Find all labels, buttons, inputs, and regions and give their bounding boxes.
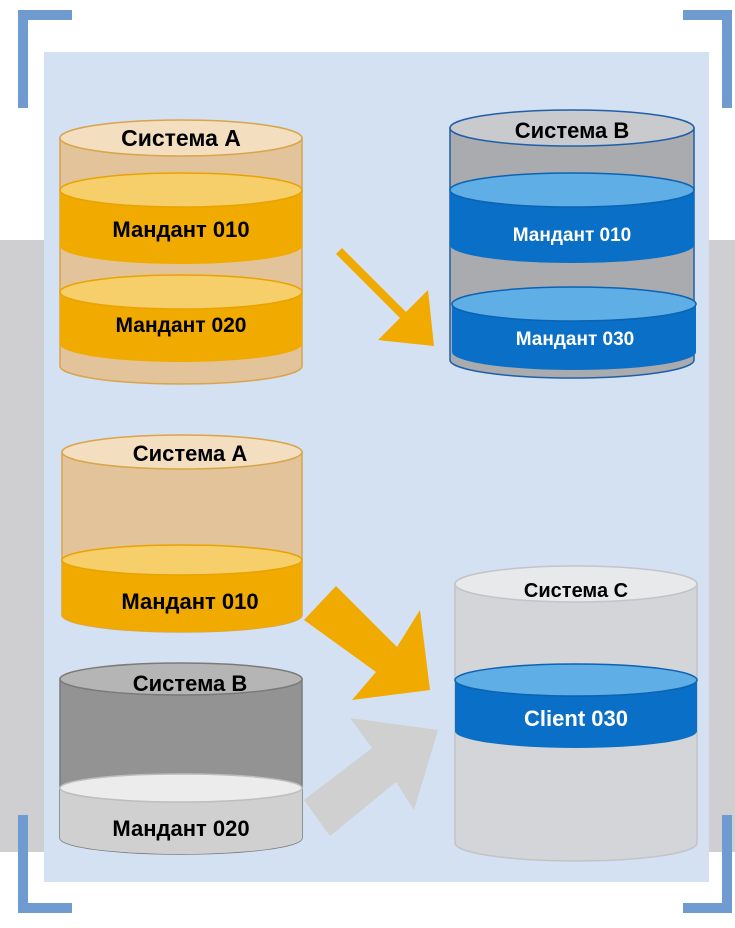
bracket-bottom-right bbox=[683, 815, 732, 913]
client-ring bbox=[450, 190, 694, 263]
client-label: Мандант 020 bbox=[112, 816, 249, 841]
client-label: Мандант 010 bbox=[513, 225, 632, 246]
bracket-bottom-left bbox=[18, 815, 72, 913]
client-ring-top bbox=[451, 286, 697, 322]
cylinder-system-a-bottom: Система A Мандант 010 bbox=[61, 434, 303, 633]
client-ring bbox=[60, 292, 302, 362]
cylinder-system-b-top: Система B Мандант 010 Мандант 030 bbox=[449, 109, 697, 379]
client-label: Мандант 010 bbox=[112, 217, 249, 242]
arrow-top bbox=[312, 248, 434, 346]
client-label: Мандант 030 bbox=[516, 329, 635, 350]
arrow-bottom-orange bbox=[304, 586, 430, 700]
system-title: Система A bbox=[133, 441, 248, 466]
system-title: Система B bbox=[515, 118, 630, 143]
client-ring bbox=[452, 304, 696, 370]
system-title: Система C bbox=[524, 580, 628, 602]
cylinder-system-b-bottom: Система B Мандант 020 bbox=[59, 662, 303, 855]
client-ring-top bbox=[61, 544, 303, 576]
client-ring-top bbox=[454, 663, 698, 697]
system-title: Система A bbox=[121, 125, 241, 151]
client-ring bbox=[62, 560, 302, 632]
client-label: Client 030 bbox=[524, 706, 628, 731]
cylinder-top bbox=[454, 565, 698, 603]
cylinder-system-c: Система C Client 030 bbox=[454, 565, 698, 862]
bracket-top-left bbox=[18, 10, 72, 108]
cylinder-system-a-top: Система A Мандант 010 Мандант 020 bbox=[59, 119, 303, 385]
cylinder-top bbox=[59, 662, 303, 696]
cylinder-top bbox=[59, 119, 303, 157]
client-label: Мандант 010 bbox=[121, 589, 258, 614]
client-ring-top bbox=[59, 172, 303, 208]
arrow-bottom-gray bbox=[304, 718, 438, 836]
bracket-top-right bbox=[683, 10, 732, 108]
client-ring bbox=[455, 680, 697, 748]
client-label: Мандант 020 bbox=[116, 314, 247, 337]
cylinder-top bbox=[61, 434, 303, 470]
client-ring-top bbox=[449, 172, 695, 208]
cylinder-top bbox=[449, 109, 695, 147]
client-ring bbox=[60, 190, 302, 264]
system-title: Система B bbox=[133, 671, 248, 696]
client-ring-top bbox=[59, 773, 303, 803]
client-ring-top bbox=[59, 274, 303, 310]
client-ring bbox=[60, 788, 302, 854]
